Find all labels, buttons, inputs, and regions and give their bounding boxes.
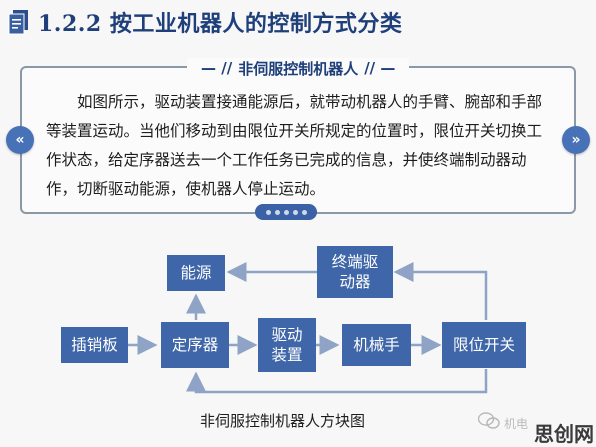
panel-paragraph: 如图所示，驱动装置接通能源后，就带动机器人的手臂、腕部和手部等装置运动。当他们移…: [46, 93, 543, 198]
node-drive: 驱动 装置: [258, 318, 316, 372]
arrow-limit-sequencer: [186, 369, 488, 394]
heading-right-decoration: // —: [364, 59, 396, 77]
heading-left-decoration: — //: [201, 59, 233, 77]
node-terminal-brake: 终端驱 动器: [317, 246, 393, 298]
watermark: 机电 思创网: [477, 412, 594, 446]
next-button[interactable]: »: [562, 126, 590, 154]
node-power: 能源: [167, 255, 225, 291]
panel-heading-text: 非伺服控制机器人: [238, 59, 359, 78]
document-icon: [8, 9, 30, 35]
wechat-icon: [477, 412, 500, 434]
prev-button[interactable]: «: [6, 126, 34, 154]
node-limit-switch: 限位开关: [442, 322, 526, 368]
arrow-limit-terminal: [393, 262, 488, 320]
diagram-caption: 非伺服控制机器人方块图: [200, 412, 366, 430]
page-dot[interactable]: [265, 209, 271, 215]
page-title: 1.2.2 按工业机器人的控制方式分类: [38, 11, 403, 37]
page-dot[interactable]: [301, 209, 307, 215]
page-dot[interactable]: [274, 209, 280, 215]
watermark-small-text: 机电: [504, 416, 529, 431]
node-manipulator: 机械手: [342, 324, 411, 366]
node-sequencer: 定序器: [161, 322, 229, 368]
panel-heading: — // 非伺服控制机器人 // —: [187, 58, 410, 78]
page-indicator[interactable]: [255, 204, 317, 220]
watermark-brand-text: 思创网: [534, 422, 594, 446]
node-plugboard: 插销板: [61, 327, 128, 363]
double-chevron-left-icon: «: [15, 132, 25, 148]
double-chevron-right-icon: »: [571, 132, 581, 148]
page-dot[interactable]: [292, 209, 298, 215]
page-dot[interactable]: [283, 209, 289, 215]
title-bar: 1.2.2 按工业机器人的控制方式分类: [8, 6, 402, 38]
